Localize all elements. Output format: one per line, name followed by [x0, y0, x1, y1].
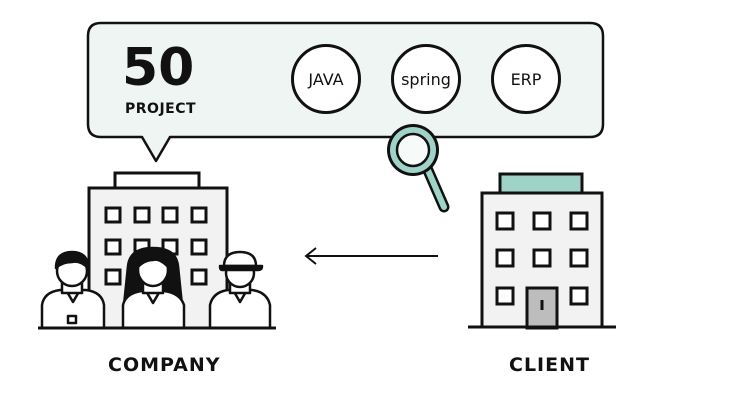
project-count: 50	[122, 38, 195, 98]
tag-erp: ERP	[491, 44, 561, 114]
people-icon	[38, 246, 276, 330]
company-building-icon	[87, 171, 229, 330]
tag-java: JAVA	[291, 44, 361, 114]
tag-spring: spring	[391, 44, 461, 114]
arrow-left-icon	[304, 247, 438, 265]
project-count-label: PROJECT	[125, 101, 197, 117]
company-caption: COMPANY	[108, 354, 221, 376]
client-caption: CLIENT	[509, 354, 590, 376]
magnifier-icon	[387, 124, 450, 213]
client-building-icon	[468, 172, 616, 330]
